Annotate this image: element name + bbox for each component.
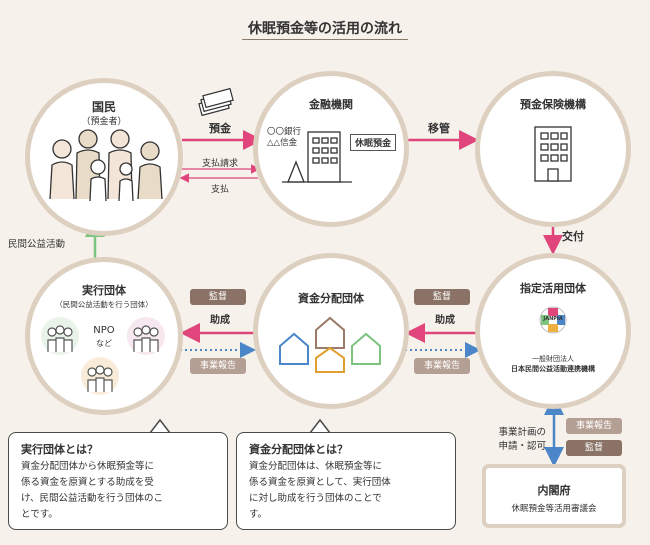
subsidy-label-1: 助成 — [210, 315, 230, 326]
plan-label-2: 申請・認可 — [498, 441, 546, 452]
distributor-info-text: 資金分配団体は、休眠預金等に 係る資金を原資として、実行団体 に対し助成を行う団… — [249, 461, 391, 520]
distributor-houses-icon — [279, 316, 381, 373]
payment-label: 支払 — [210, 185, 229, 195]
cabinet-label: 内閣府 — [537, 484, 571, 497]
executor-groups-icon — [41, 317, 165, 395]
executor-info-text: 資金分配団体から休眠預金等に 係る資金を原資とする助成を受 け、民間公益活動を行… — [21, 461, 164, 520]
designated-org-type: 一般財団法人 — [532, 355, 574, 363]
bank-name-1: 〇〇銀行 — [267, 127, 302, 137]
distributor-info-title: 資金分配団体とは？ — [249, 443, 348, 456]
executor-label: 実行団体 — [82, 284, 126, 297]
bank-label: 金融機関 — [309, 98, 353, 111]
insurer-building-icon — [534, 126, 572, 182]
npo-etc-label: など — [96, 339, 112, 348]
dormant-deposit-tag: 休眠預金 — [350, 134, 397, 151]
subsidy-label-2: 助成 — [435, 315, 455, 326]
bank-building-icon — [282, 131, 352, 183]
report-tag-3: 事業報告 — [566, 418, 622, 434]
report-tag-1: 事業報告 — [190, 358, 246, 374]
cabinet-sublabel: 休眠預金等活用審議会 — [511, 504, 597, 514]
executor-info-box: 実行団体とは？ 資金分配団体から休眠預金等に 係る資金を原資とする助成を受 け、… — [8, 432, 228, 530]
executor-info-title: 実行団体とは？ — [21, 443, 98, 456]
insurer-label: 預金保険機構 — [520, 98, 586, 111]
janpia-logo-icon — [539, 306, 567, 334]
supervise-tag-3: 監督 — [566, 440, 622, 456]
designated-org-name: 日本民間公益活動連携機構 — [511, 365, 595, 373]
public-activity-label: 民間公益活動 — [8, 239, 66, 250]
title-underline — [242, 39, 408, 40]
cabinet-box — [486, 468, 622, 524]
money-icon — [198, 88, 234, 116]
people-illustration — [49, 129, 163, 202]
page-title: 休眠預金等の活用の流れ — [248, 21, 402, 37]
report-tag-2: 事業報告 — [414, 358, 470, 374]
transfer-label: 移管 — [428, 122, 450, 135]
npo-label: NPO — [93, 325, 115, 336]
bank-name-2: △△信金 — [267, 138, 298, 148]
distributor-info-box: 資金分配団体とは？ 資金分配団体は、休眠預金等に 係る資金を原資として、実行団体… — [236, 432, 456, 530]
plan-label-1: 事業計画の — [498, 427, 546, 438]
claim-label: 支払請求 — [201, 159, 238, 169]
deposit-label: 預金 — [209, 122, 231, 135]
people-sublabel: （預金者） — [81, 117, 127, 127]
janpia-logo-text: JANPIA — [543, 316, 563, 322]
supervise-tag-2: 監督 — [414, 289, 470, 305]
people-label: 国民 — [91, 100, 116, 114]
designated-label: 指定活用団体 — [520, 282, 586, 295]
grant-label: 交付 — [562, 230, 584, 243]
executor-sublabel: （民間公益活動を行う団体） — [55, 300, 153, 309]
distributor-label: 資金分配団体 — [298, 292, 364, 305]
supervise-tag-1: 監督 — [190, 289, 246, 305]
